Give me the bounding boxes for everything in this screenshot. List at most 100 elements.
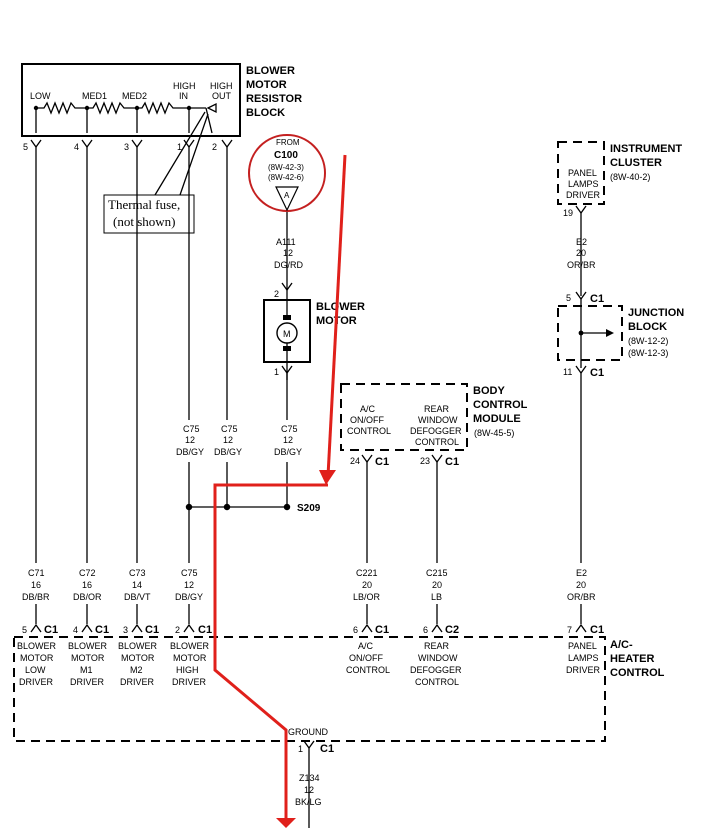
svg-text:DB/VT: DB/VT bbox=[124, 592, 151, 602]
svg-text:1: 1 bbox=[298, 744, 303, 754]
svg-text:HIGH: HIGH bbox=[176, 665, 199, 675]
svg-text:12: 12 bbox=[223, 435, 233, 445]
svg-text:DB/BR: DB/BR bbox=[22, 592, 50, 602]
svg-text:REAR: REAR bbox=[424, 404, 450, 414]
svg-text:(8W-40-2): (8W-40-2) bbox=[610, 172, 650, 182]
svg-text:DRIVER: DRIVER bbox=[566, 665, 601, 675]
svg-text:GROUND: GROUND bbox=[288, 727, 328, 737]
svg-text:BLOCK: BLOCK bbox=[628, 321, 667, 333]
svg-text:DRIVER: DRIVER bbox=[19, 677, 54, 687]
svg-text:20: 20 bbox=[576, 248, 586, 258]
svg-text:Z134: Z134 bbox=[299, 773, 320, 783]
svg-text:3: 3 bbox=[123, 625, 128, 635]
svg-text:HIGH: HIGH bbox=[173, 81, 196, 91]
svg-text:20: 20 bbox=[576, 580, 586, 590]
svg-text:C1: C1 bbox=[590, 293, 604, 305]
svg-text:M1: M1 bbox=[80, 665, 93, 675]
svg-text:C100: C100 bbox=[274, 150, 298, 161]
svg-text:11: 11 bbox=[563, 367, 572, 377]
svg-text:5: 5 bbox=[566, 293, 571, 303]
svg-text:A: A bbox=[284, 191, 290, 200]
splice-s209: S209 bbox=[185, 503, 321, 514]
svg-text:A/C: A/C bbox=[358, 641, 374, 651]
svg-text:C75: C75 bbox=[183, 424, 200, 434]
svg-text:5: 5 bbox=[22, 625, 27, 635]
svg-text:A/C-: A/C- bbox=[610, 639, 633, 651]
svg-text:JUNCTION: JUNCTION bbox=[628, 307, 684, 319]
svg-text:DEFOGGER: DEFOGGER bbox=[410, 665, 462, 675]
svg-text:CONTROL: CONTROL bbox=[415, 677, 459, 687]
body-control-module: BODY CONTROL MODULE (8W-45-5) A/C ON/OFF… bbox=[340, 383, 528, 563]
svg-text:12: 12 bbox=[283, 435, 293, 445]
svg-text:BLOWER: BLOWER bbox=[68, 641, 108, 651]
svg-text:C73: C73 bbox=[129, 568, 146, 578]
svg-text:MED1: MED1 bbox=[82, 91, 107, 101]
svg-text:FROM: FROM bbox=[276, 138, 300, 147]
svg-text:WINDOW: WINDOW bbox=[418, 415, 458, 425]
svg-text:(8W-12-3): (8W-12-3) bbox=[628, 348, 668, 358]
svg-text:DEFOGGER: DEFOGGER bbox=[410, 426, 462, 436]
svg-text:LOW: LOW bbox=[25, 665, 46, 675]
svg-text:MOTOR: MOTOR bbox=[20, 653, 54, 663]
svg-text:CLUSTER: CLUSTER bbox=[610, 157, 662, 169]
svg-text:HIGH: HIGH bbox=[210, 81, 233, 91]
resistor-output-wires bbox=[35, 147, 228, 563]
svg-text:A/C: A/C bbox=[360, 404, 376, 414]
svg-text:CONTROL: CONTROL bbox=[610, 667, 665, 679]
svg-text:C1: C1 bbox=[320, 743, 334, 755]
junction-block: 5 C1 JUNCTION BLOCK (8W-12-2) (8W-12-3) … bbox=[557, 291, 684, 563]
svg-text:REAR: REAR bbox=[424, 641, 450, 651]
svg-text:BODY: BODY bbox=[473, 385, 505, 397]
svg-text:2: 2 bbox=[175, 625, 180, 635]
resistor-pin-connectors bbox=[30, 139, 233, 149]
svg-text:20: 20 bbox=[362, 580, 372, 590]
svg-text:MOTOR: MOTOR bbox=[121, 653, 155, 663]
svg-text:CONTROL: CONTROL bbox=[473, 399, 528, 411]
wire-c75-labels: C75 12 DB/GY C75 12 DB/GY C75 12 DB/GY bbox=[176, 424, 302, 457]
svg-text:16: 16 bbox=[82, 580, 92, 590]
svg-text:C215: C215 bbox=[426, 568, 448, 578]
svg-text:C1: C1 bbox=[145, 624, 159, 636]
svg-text:C1: C1 bbox=[590, 367, 604, 379]
svg-text:LOW: LOW bbox=[30, 91, 51, 101]
svg-text:PANEL: PANEL bbox=[568, 168, 597, 178]
svg-text:MED2: MED2 bbox=[122, 91, 147, 101]
svg-text:C1: C1 bbox=[590, 624, 604, 636]
svg-text:12: 12 bbox=[184, 580, 194, 590]
svg-text:24: 24 bbox=[350, 456, 360, 466]
svg-text:DRIVER: DRIVER bbox=[172, 677, 207, 687]
svg-text:OR/BR: OR/BR bbox=[567, 592, 596, 602]
svg-text:BLOWER: BLOWER bbox=[246, 65, 295, 77]
svg-text:4: 4 bbox=[73, 625, 78, 635]
svg-text:E2: E2 bbox=[576, 237, 587, 247]
svg-text:MOTOR: MOTOR bbox=[173, 653, 207, 663]
svg-text:(8W-42-6): (8W-42-6) bbox=[268, 173, 304, 182]
svg-text:C1: C1 bbox=[445, 456, 459, 468]
svg-text:MOTOR: MOTOR bbox=[71, 653, 105, 663]
svg-text:BLOCK: BLOCK bbox=[246, 107, 285, 119]
svg-text:WINDOW: WINDOW bbox=[418, 653, 458, 663]
svg-text:ON/OFF: ON/OFF bbox=[350, 415, 384, 425]
svg-text:BLOWER: BLOWER bbox=[17, 641, 57, 651]
blower-motor: 2 M 1 BLOWER MOTOR bbox=[263, 282, 365, 507]
svg-text:DRIVER: DRIVER bbox=[70, 677, 105, 687]
svg-text:C71: C71 bbox=[28, 568, 45, 578]
svg-text:5: 5 bbox=[23, 142, 28, 152]
svg-text:12: 12 bbox=[304, 785, 314, 795]
svg-text:DB/GY: DB/GY bbox=[175, 592, 203, 602]
svg-text:ON/OFF: ON/OFF bbox=[349, 653, 383, 663]
svg-text:A111: A111 bbox=[276, 237, 296, 247]
svg-text:3: 3 bbox=[124, 142, 129, 152]
svg-text:MODULE: MODULE bbox=[473, 413, 521, 425]
instrument-cluster: INSTRUMENT CLUSTER (8W-40-2) PANEL LAMPS… bbox=[557, 141, 682, 296]
svg-text:DG/RD: DG/RD bbox=[274, 260, 304, 270]
svg-text:1: 1 bbox=[177, 142, 182, 152]
svg-text:CONTROL: CONTROL bbox=[347, 426, 391, 436]
svg-text:6: 6 bbox=[353, 625, 358, 635]
svg-text:BLOWER: BLOWER bbox=[316, 301, 365, 313]
svg-text:(8W-12-2): (8W-12-2) bbox=[628, 336, 668, 346]
svg-text:RESISTOR: RESISTOR bbox=[246, 93, 302, 105]
svg-text:2: 2 bbox=[274, 289, 279, 299]
from-c100-connector: FROM C100 (8W-42-3) (8W-42-6) A bbox=[248, 134, 326, 295]
svg-text:M: M bbox=[283, 329, 291, 339]
